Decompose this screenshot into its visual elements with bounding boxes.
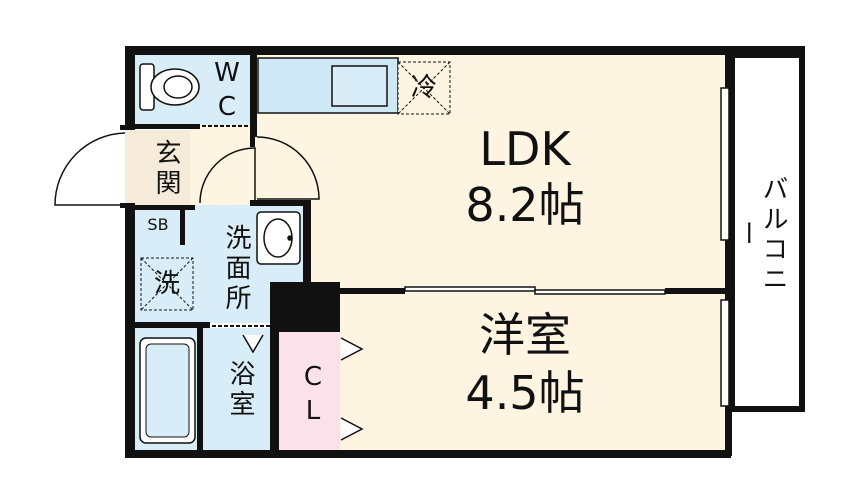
bathtub-inner [145,343,190,438]
bath-door[interactable] [242,334,264,354]
entrance-opening [125,130,135,205]
right-window [720,87,730,407]
kitchen-sink [331,65,388,107]
hall-floor [190,125,255,205]
entrance-floor [135,130,190,210]
closet-floor [279,332,340,450]
washer-label: 洗 [153,269,180,299]
western-room-floor [340,292,725,450]
washer-cross-b [140,257,194,311]
entrance-door[interactable] [54,132,126,206]
hall-door[interactable] [199,147,256,204]
closet-door[interactable] [340,337,364,441]
wash-basin-icon [256,211,301,265]
washroom-label: 洗面所 [221,224,251,314]
wc-label: WC [212,58,242,126]
shoe-box-label: SB [147,215,169,234]
fridge-label: 冷 [410,73,437,103]
sliding-door[interactable] [404,286,666,295]
closet-label: CL [298,362,328,430]
entrance-label: 玄関 [151,139,181,199]
bath-label: 浴室 [225,360,255,420]
toilet-icon [139,63,200,111]
balcony-label: バルコニー [732,175,788,295]
western-room-name: 洋室 [479,308,571,362]
entrance-frame-top [120,125,135,130]
fridge-cross-b [397,61,451,115]
ldk-name: LDK [479,122,571,176]
ldk-door[interactable] [256,136,320,200]
western-room-size: 4.5帖 [465,366,585,420]
ldk-size: 8.2帖 [465,178,585,232]
entrance-frame-bottom [120,203,135,208]
interior-walls [135,55,725,452]
walls [125,46,805,458]
